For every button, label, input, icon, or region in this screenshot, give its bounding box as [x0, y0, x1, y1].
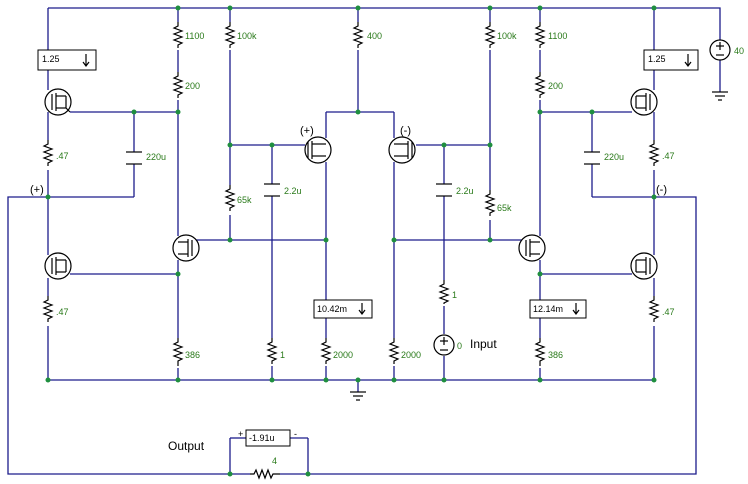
capacitors — [126, 151, 600, 197]
mosfet-left-driver — [172, 234, 200, 262]
label-r200-right: 200 — [548, 81, 563, 91]
capacitor-220u-left — [126, 151, 142, 165]
ground-right — [712, 91, 728, 101]
label-r400: 400 — [367, 31, 382, 41]
resistor-386-right — [534, 338, 546, 366]
label-r047-right-top: .47 — [662, 151, 675, 161]
label-output: Output — [168, 439, 205, 453]
wires — [7, 7, 721, 475]
capacitor-22u-left — [264, 183, 280, 197]
supply-source — [709, 39, 731, 61]
resistor-1-right — [438, 280, 450, 304]
resistor-1100-left — [172, 22, 184, 48]
capacitor-220u-right — [584, 151, 600, 165]
svg-text:1.25: 1.25 — [42, 54, 60, 64]
label-c220-right: 220u — [604, 152, 624, 162]
resistor-047-left-top — [42, 140, 54, 166]
label-r386-right: 386 — [548, 350, 563, 360]
label-c22-right: 2.2u — [456, 186, 474, 196]
svg-text:12.14m: 12.14m — [533, 304, 563, 314]
label-c22-left: 2.2u — [284, 186, 302, 196]
label-minus-diff: (-) — [400, 125, 411, 137]
resistor-2000-left — [320, 338, 332, 364]
resistor-200-left — [172, 72, 184, 98]
svg-text:1.25: 1.25 — [648, 54, 666, 64]
label-supply: 40 — [734, 46, 744, 56]
mosfet-right-upper — [630, 88, 658, 116]
resistor-2000-right — [388, 338, 400, 364]
svg-text:10.42m: 10.42m — [317, 304, 347, 314]
mosfet-right-driver — [518, 234, 546, 262]
resistor-1-left — [266, 338, 278, 364]
label-r2000-left: 2000 — [333, 350, 353, 360]
resistor-047-right-top — [648, 140, 660, 166]
input-source — [433, 334, 455, 356]
text-labels: (+) (-) (+) (-) Input Output — [30, 125, 667, 453]
label-r65k-left: 65k — [237, 195, 252, 205]
resistor-1100-right — [534, 22, 546, 48]
label-r047-left-bottom: .47 — [56, 307, 69, 317]
label-r047-left-top: .47 — [56, 151, 69, 161]
junction-nodes — [45, 5, 657, 477]
svg-text:-: - — [294, 429, 297, 439]
mosfet-diff-right — [388, 136, 416, 164]
label-r65k-right: 65k — [497, 203, 512, 213]
label-r047-right-bottom: .47 — [662, 307, 675, 317]
label-r200-left: 200 — [185, 81, 200, 91]
resistor-100k-right — [484, 22, 496, 48]
mosfet-right-lower — [630, 252, 658, 280]
label-plus-diff: (+) — [300, 125, 314, 137]
resistor-386-left — [172, 338, 184, 366]
resistor-65k-right — [484, 190, 496, 216]
resistor-047-left-bottom — [42, 296, 54, 322]
capacitor-22u-right — [436, 183, 452, 197]
resistors — [42, 22, 660, 480]
mosfets — [44, 88, 658, 280]
label-r1-left: 1 — [280, 350, 285, 360]
meter-mid-right: 12.14m — [529, 299, 587, 319]
mosfet-left-lower — [44, 252, 72, 280]
value-labels: 1100 200 .47 .47 220u 386 100k 65k 2.2u … — [56, 31, 744, 466]
label-r1-right: 1 — [452, 290, 457, 300]
ground-center — [350, 391, 366, 401]
label-r1100-left: 1100 — [185, 31, 204, 41]
resistor-400 — [352, 22, 364, 48]
label-r2000-right: 2000 — [401, 350, 421, 360]
label-r1100-right: 1100 — [548, 31, 567, 41]
meter-left: 1.25 — [37, 49, 97, 71]
resistor-load — [250, 468, 280, 480]
svg-text:+: + — [238, 429, 243, 439]
label-r100k-right: 100k — [497, 31, 517, 41]
label-r386-left: 386 — [185, 350, 200, 360]
svg-text:-1.91u: -1.91u — [249, 433, 275, 443]
label-rload: 4 — [272, 456, 277, 466]
label-input: Input — [470, 337, 497, 351]
meter-right: 1.25 — [643, 49, 699, 71]
resistor-200-right — [534, 72, 546, 98]
label-r100k-left: 100k — [237, 31, 257, 41]
resistor-65k-left — [224, 185, 236, 211]
meter-mid-left: 10.42m — [313, 299, 373, 319]
mosfet-left-upper — [44, 88, 72, 116]
resistor-100k-left — [224, 22, 236, 48]
mosfet-diff-left — [304, 136, 332, 164]
resistor-047-right-bottom — [648, 296, 660, 322]
meter-output: -1.91u + - — [238, 429, 297, 447]
label-c220-left: 220u — [146, 152, 166, 162]
label-minus-right: (-) — [656, 184, 667, 196]
label-plus-left: (+) — [30, 184, 44, 196]
label-input-source: 0 — [457, 341, 462, 351]
